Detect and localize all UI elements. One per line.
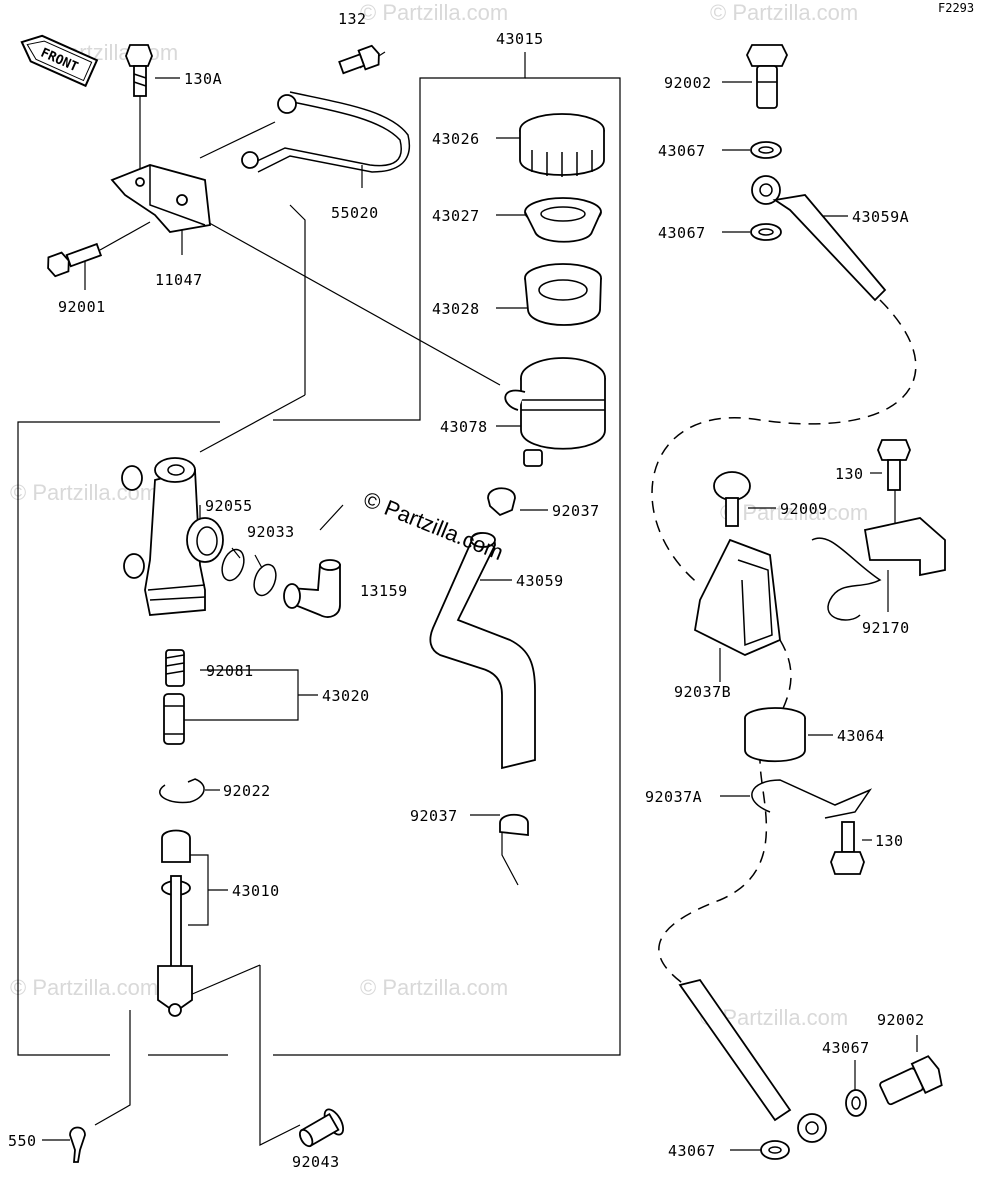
label-92170: 92170 xyxy=(862,619,910,637)
leader-lines xyxy=(42,51,918,1151)
master-cylinder-body-icon xyxy=(121,457,224,616)
label-92037b: 92037B xyxy=(674,683,731,701)
part-labels: 132 43015 92002 130A 55020 43026 43067 4… xyxy=(8,10,925,1171)
label-92037: 92037 xyxy=(410,807,458,825)
label-55020: 55020 xyxy=(331,204,379,222)
label-43028: 43028 xyxy=(432,300,480,318)
label-43020: 43020 xyxy=(322,687,370,705)
label-43067: 43067 xyxy=(658,224,706,242)
elbow-13159-icon xyxy=(283,559,341,618)
bolt-92001-icon xyxy=(47,242,103,278)
watermark: © Partzilla.com xyxy=(360,0,508,25)
circlip-92022-icon xyxy=(159,778,205,804)
washer-43067-b-icon xyxy=(750,223,782,241)
label-92009: 92009 xyxy=(780,500,828,518)
label-92055: 92055 xyxy=(205,497,253,515)
bracket-11047-icon xyxy=(110,164,211,233)
label-92043: 92043 xyxy=(292,1153,340,1171)
label-92037: 92037 xyxy=(552,502,600,520)
banjo-bolt-92002-bottom-icon xyxy=(879,1055,943,1106)
label-43067: 43067 xyxy=(822,1039,870,1057)
bracket-92170-icon xyxy=(811,517,946,621)
label-130: 130 xyxy=(835,465,864,483)
hose-43059-icon xyxy=(429,532,536,770)
label-43015: 43015 xyxy=(496,30,544,48)
hose-43059a-bottom-icon xyxy=(678,978,827,1143)
cap-43026-icon xyxy=(519,113,605,177)
bolt-130-top-icon xyxy=(877,439,911,491)
figure-code: F2293 xyxy=(938,1,974,15)
label-43027: 43027 xyxy=(432,207,480,225)
washer-hole-icon xyxy=(851,1096,861,1110)
label-92002: 92002 xyxy=(877,1011,925,1029)
front-arrow-icon: FRONT xyxy=(20,34,99,88)
label-43067: 43067 xyxy=(658,142,706,160)
label-92081: 92081 xyxy=(206,662,254,680)
label-92002: 92002 xyxy=(664,74,712,92)
cotter-pin-550-icon xyxy=(69,1126,86,1163)
label-92033: 92033 xyxy=(247,523,295,541)
screw-92009-icon xyxy=(713,471,751,527)
label-13159: 13159 xyxy=(360,582,408,600)
label-92022: 92022 xyxy=(223,782,271,800)
watermark: © Partzilla.com xyxy=(10,975,158,1000)
o-ring-92033-icon xyxy=(253,563,277,597)
washer-hole-icon xyxy=(758,228,774,236)
pushrod-43010-icon xyxy=(157,829,193,1017)
plate-43027-icon xyxy=(524,197,602,243)
clamp-92037-top-icon xyxy=(487,487,516,517)
hose-43059a-top-icon xyxy=(751,175,887,302)
washer-43067-d-icon xyxy=(760,1140,790,1160)
label-43059: 43059 xyxy=(516,572,564,590)
brake-hose xyxy=(651,299,917,986)
pin-92043-icon xyxy=(298,1108,345,1148)
watermark: © Partzilla.com xyxy=(720,500,868,525)
piston-43020-icon xyxy=(163,693,185,745)
label-130: 130 xyxy=(875,832,904,850)
watermark-main: © Partzilla.com xyxy=(360,486,507,565)
o-ring-92055-icon xyxy=(221,548,245,582)
rod-55020-icon xyxy=(241,91,411,173)
label-43059a: 43059A xyxy=(852,208,909,226)
label-92001: 92001 xyxy=(58,298,106,316)
bolt-130a-icon xyxy=(125,44,153,97)
washer-hole-icon xyxy=(768,1146,782,1154)
spring-92081-icon xyxy=(165,649,185,687)
label-43064: 43064 xyxy=(837,727,885,745)
label-43026: 43026 xyxy=(432,130,480,148)
reservoir-43078-icon xyxy=(504,357,606,467)
frame-lines xyxy=(17,52,621,1146)
grommet-43064-icon xyxy=(744,707,806,763)
label-550: 550 xyxy=(8,1132,37,1150)
label-43067: 43067 xyxy=(668,1142,716,1160)
bolt-132-icon xyxy=(338,44,380,75)
diaphragm-43028-icon xyxy=(524,263,602,326)
parts xyxy=(47,44,946,1163)
banjo-bolt-92002-top-icon xyxy=(746,44,788,109)
clip-92037a-icon xyxy=(751,779,873,819)
washer-hole-icon xyxy=(758,146,774,154)
washer-43067-c-icon xyxy=(845,1089,867,1117)
label-132: 132 xyxy=(338,10,367,28)
label-11047: 11047 xyxy=(155,271,203,289)
watermark: © Partzilla.com xyxy=(360,975,508,1000)
clamp-92037-mid-icon xyxy=(499,813,529,837)
label-92037a: 92037A xyxy=(645,788,702,806)
bolt-130-mid-icon xyxy=(830,821,865,875)
label-43010: 43010 xyxy=(232,882,280,900)
label-43078: 43078 xyxy=(440,418,488,436)
washer-43067-a-icon xyxy=(750,141,782,159)
holder-92037b-icon xyxy=(694,538,781,656)
watermark: © Partzilla.com xyxy=(710,0,858,25)
label-130a: 130A xyxy=(184,70,222,88)
